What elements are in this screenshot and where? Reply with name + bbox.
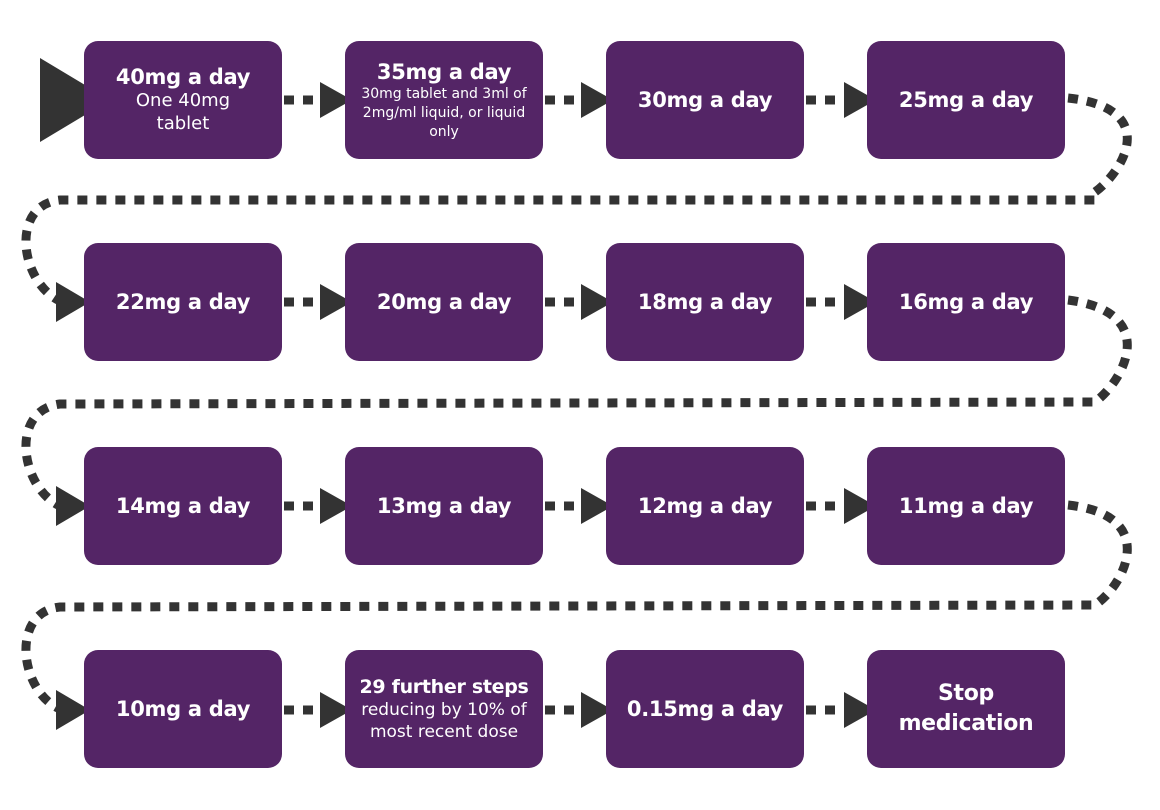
arrowhead [320,488,352,524]
step-stop-medication: Stop medication [867,650,1065,768]
step-further-reductions: 29 further steps reducing by 10% of most… [345,650,543,768]
arrowhead [320,82,352,118]
step-10mg: 10mg a day [84,650,282,768]
step-dose: 18mg a day [637,290,773,314]
step-note: One 40mg tablet [135,90,231,134]
step-12mg: 12mg a day [606,447,804,565]
arrowhead [56,486,90,526]
step-16mg: 16mg a day [867,243,1065,361]
arrowhead [320,284,352,320]
connector-8-9 [21,295,1132,509]
step-dose: 16mg a day [898,290,1034,314]
step-dose: Stop medication [898,681,1034,736]
step-14mg: 14mg a day [84,447,282,565]
arrowhead [844,82,876,118]
arrowhead [56,282,90,322]
step-dose: 0.15mg a day [626,697,784,721]
step-35mg: 35mg a day 30mg tablet and 3ml of 2mg/ml… [345,41,543,159]
arrowhead [56,690,90,730]
step-dose: 40mg a day [115,65,251,89]
step-25mg: 25mg a day [867,41,1065,159]
step-dose: 30mg a day [637,88,773,112]
arrowhead [581,488,613,524]
step-dose: 14mg a day [115,494,251,518]
step-22mg: 22mg a day [84,243,282,361]
connector-4-5 [21,93,1132,304]
step-18mg: 18mg a day [606,243,804,361]
step-note: 30mg tablet and 3ml of 2mg/ml liquid, or… [361,85,527,140]
step-note: reducing by 10% of most recent dose [361,700,527,742]
start-arrow [40,58,110,142]
arrowhead [844,692,876,728]
arrowhead [581,82,613,118]
arrowhead [581,692,613,728]
step-dose: 13mg a day [376,494,512,518]
arrowhead [844,488,876,524]
arrowhead [320,692,352,728]
step-dose: 29 further steps [359,676,529,698]
step-30mg: 30mg a day [606,41,804,159]
step-11mg: 11mg a day [867,447,1065,565]
step-dose: 12mg a day [637,494,773,518]
step-dose: 22mg a day [115,290,251,314]
arrowhead [844,284,876,320]
step-40mg: 40mg a day One 40mg tablet [84,41,282,159]
step-13mg: 13mg a day [345,447,543,565]
step-0-15mg: 0.15mg a day [606,650,804,768]
step-20mg: 20mg a day [345,243,543,361]
step-dose: 20mg a day [376,290,512,314]
step-dose: 11mg a day [898,494,1034,518]
arrowhead [581,284,613,320]
step-dose: 25mg a day [898,88,1034,112]
step-dose: 10mg a day [115,697,251,721]
step-dose: 35mg a day [376,59,512,84]
connector-12-13 [21,500,1132,713]
